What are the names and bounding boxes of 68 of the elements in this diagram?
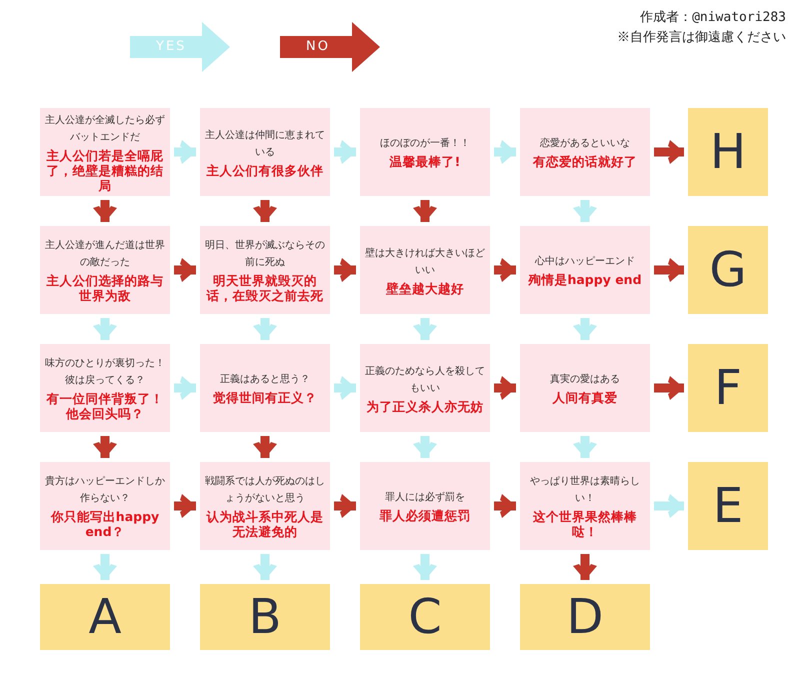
question-box: [200, 344, 330, 432]
question-box: [360, 226, 490, 314]
translation-text: 这个世界果然棒棒哒！: [532, 509, 638, 539]
translation-text: 有一位同伴背叛了！他会回头吗？: [45, 391, 164, 421]
translation-text: 觉得世间有正义？: [213, 390, 317, 405]
translation-text: 温馨最棒了!: [390, 154, 460, 169]
result-box: [520, 584, 650, 650]
note-text: ※自作発言は御遠慮ください: [617, 29, 786, 46]
question-box: [200, 226, 330, 314]
question-box: [200, 462, 330, 550]
question-text: 心中はハッピーエンド: [535, 254, 635, 269]
result-letter: H: [710, 126, 746, 178]
question-box: [40, 108, 170, 196]
result-letter: B: [248, 591, 282, 643]
legend-text: YES: [156, 39, 186, 54]
question-box: [200, 108, 330, 196]
author-credit: 作成者：@niwatori283: [640, 9, 786, 26]
translation-text: 主人公们选择的路与世界为敌: [46, 273, 164, 303]
translation-text: 主人公们若是全嗝屁了，绝壁是糟糕的结局: [46, 148, 164, 192]
question-text: 罪人には必ず罰を: [385, 490, 465, 505]
result-letter: F: [714, 362, 742, 414]
result-letter: E: [712, 480, 744, 532]
question-text: ほのぼのが一番！！: [380, 136, 470, 151]
translation-text: 有恋爱的话就好了: [533, 154, 637, 169]
result-box: [200, 584, 330, 650]
translation-text: 殉情是happy end: [528, 272, 642, 287]
result-box: [360, 584, 490, 650]
question-box: [520, 226, 650, 314]
question-box: [40, 226, 170, 314]
question-text: 主人公達が進んだ道は世界の敵だった: [45, 238, 165, 270]
question-text: 真実の愛はある: [550, 372, 620, 387]
question-box: [520, 462, 650, 550]
question-box: [520, 108, 650, 196]
result-box: [688, 344, 768, 432]
question-text: 正義はあると思う？: [220, 373, 310, 387]
result-letter: A: [88, 591, 122, 643]
question-box: [360, 462, 490, 550]
question-text: 明日、世界が滅ぶならその前に死ぬ: [205, 238, 325, 270]
translation-text: 主人公们有很多伙伴: [206, 162, 324, 178]
translation-text: 明天世界就毁灭的话，在毁灭之前去死: [205, 273, 324, 303]
question-text: 貴方はハッピーエンドしか作らない？: [45, 474, 165, 506]
question-box: [40, 344, 170, 432]
question-text: 正義のためなら人を殺してもいい: [365, 364, 485, 396]
legend-text: NO: [306, 39, 330, 54]
question-box: [520, 344, 650, 432]
result-letter: G: [709, 244, 747, 296]
translation-text: 罪人必须遭惩罚: [380, 508, 470, 523]
result-letter: D: [566, 591, 604, 643]
question-box: [40, 462, 170, 550]
question-text: 壁は大きければ大きいほどいい: [365, 246, 485, 278]
question-text: 主人公達は仲間に恵まれている: [205, 128, 325, 160]
question-box: [360, 344, 490, 432]
result-box: [688, 226, 768, 314]
result-box: [688, 462, 768, 550]
translation-text: 认为战斗系中死人是无法避免的: [205, 509, 324, 539]
translation-text: 人间有真爱: [552, 390, 618, 405]
translation-text: 你只能写出happy end？: [50, 509, 160, 539]
question-text: 主人公達が全滅したら必ずバットエンドだ: [45, 114, 165, 144]
translation-text: 为了正义杀人亦无妨: [366, 398, 484, 414]
question-text: 恋愛があるといいな: [540, 136, 630, 151]
question-text: やっぱり世界は素晴らしい！: [529, 474, 641, 506]
result-letter: C: [408, 591, 442, 643]
result-box: [688, 108, 768, 196]
question-box: [360, 108, 490, 196]
question-text: 戦闘系では人が死ぬのはしょうがないと思う: [205, 474, 325, 506]
result-box: [40, 584, 170, 650]
question-text: 味方のひとりが裏切った！彼は戻ってくる？: [45, 356, 165, 388]
translation-text: 壁垒越大越好: [386, 280, 464, 296]
